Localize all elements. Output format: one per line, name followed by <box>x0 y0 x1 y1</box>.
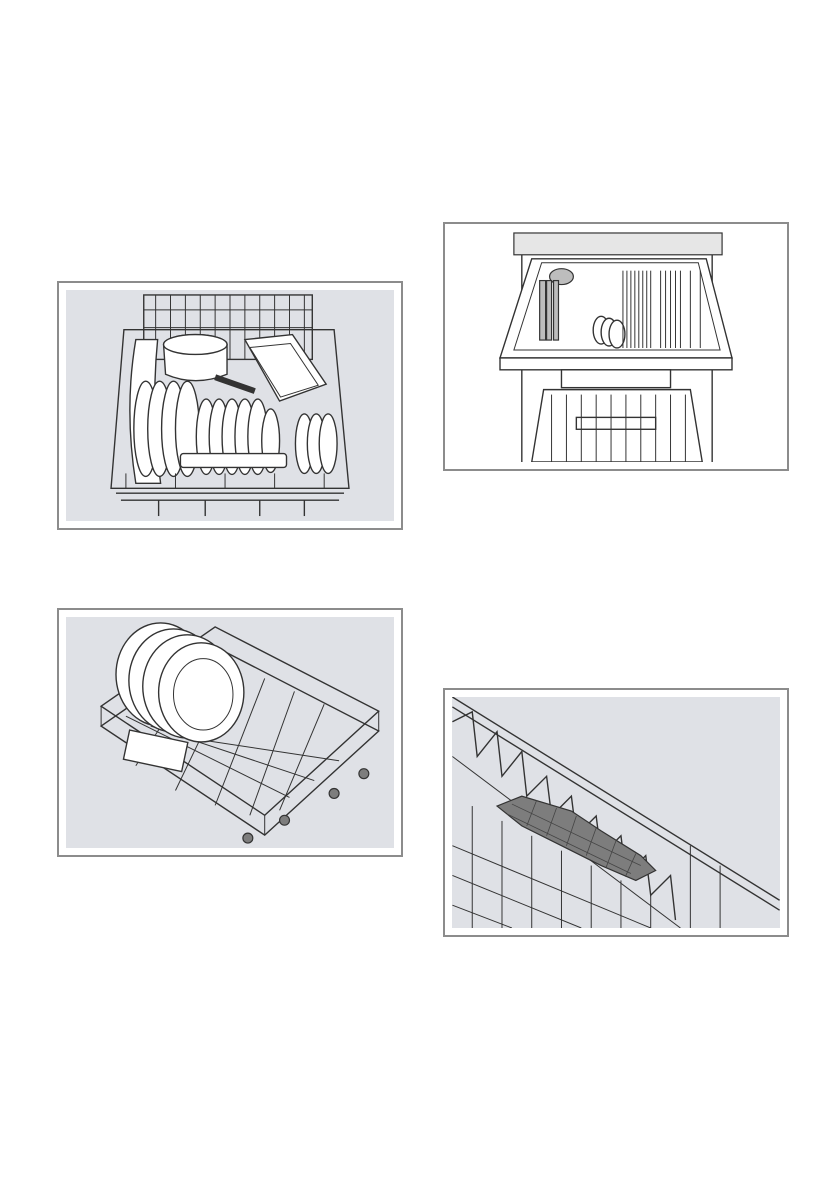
figure-panel <box>66 617 394 848</box>
figure-panel <box>452 231 780 462</box>
rack-folding-insert-illustration <box>452 697 780 928</box>
figure-cutlery-drawer <box>443 222 789 471</box>
figure-rack-folding-insert <box>443 688 789 937</box>
figure-basket-plates-pans <box>57 281 403 530</box>
cutlery-drawer-illustration <box>452 231 780 462</box>
figure-lower-basket-plates <box>57 608 403 857</box>
figure-panel <box>66 290 394 521</box>
basket-plates-pans-illustration <box>66 290 394 521</box>
lower-basket-plates-illustration <box>66 617 394 848</box>
figure-panel <box>452 697 780 928</box>
